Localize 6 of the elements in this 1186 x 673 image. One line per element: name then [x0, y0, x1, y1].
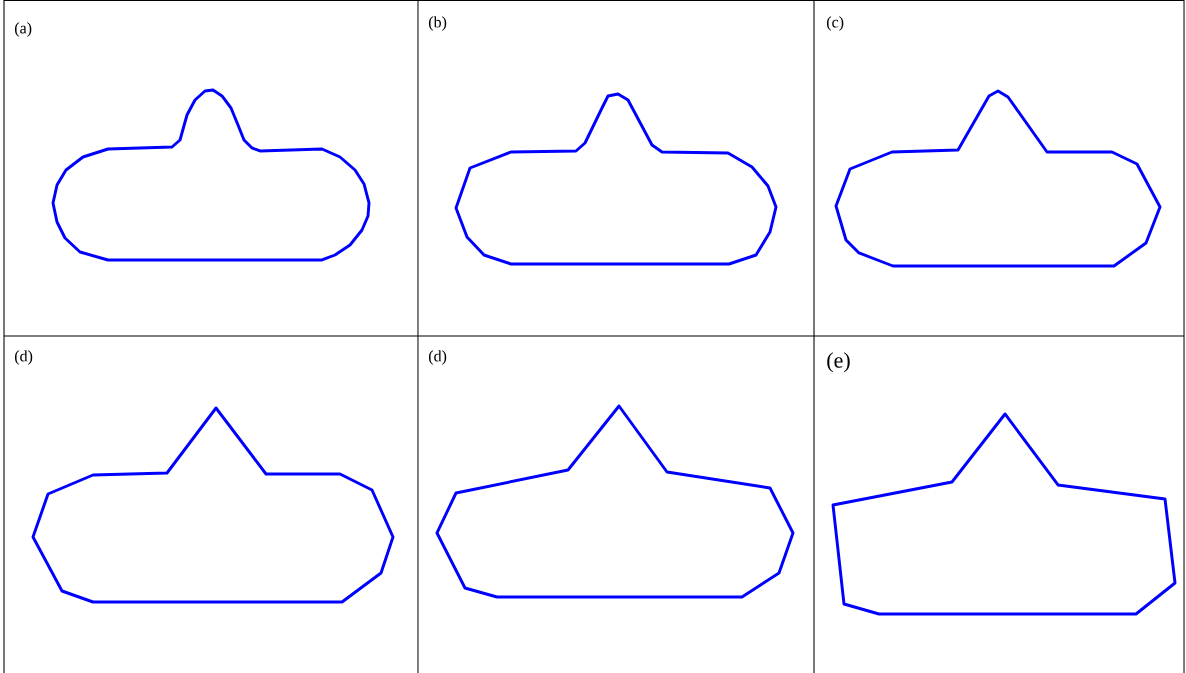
panel-label: (c)	[827, 16, 844, 31]
panel-label: (a)	[15, 22, 32, 37]
panel-label: (b)	[429, 16, 447, 31]
panel-label: (d)	[15, 350, 33, 365]
panel-label: (d)	[429, 350, 447, 365]
panel-label: (e)	[827, 352, 850, 373]
